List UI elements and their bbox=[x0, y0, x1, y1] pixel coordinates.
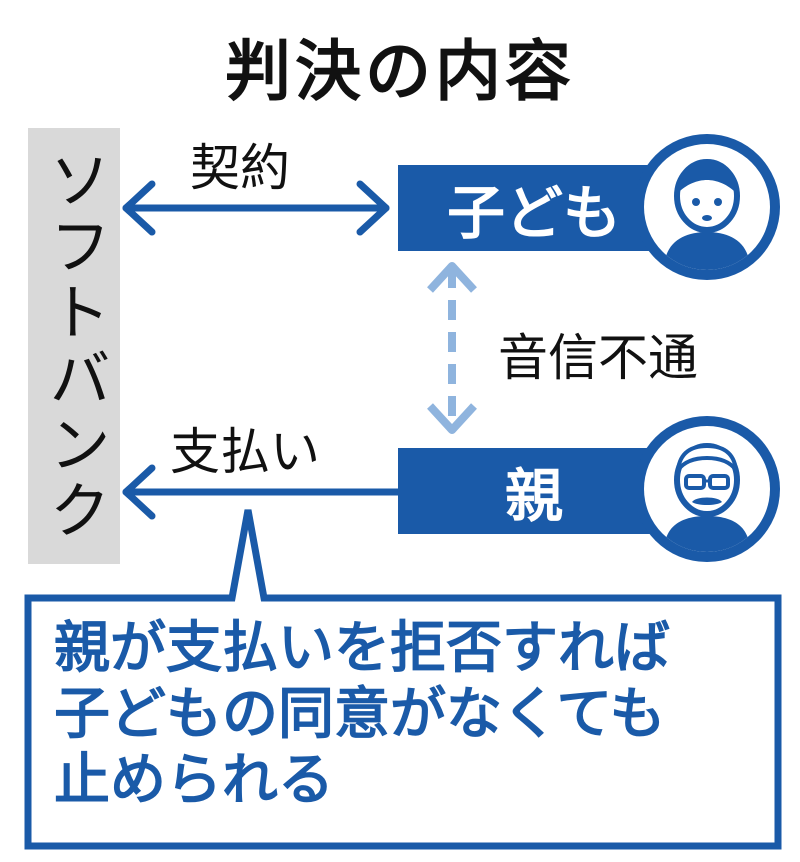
parent-face-icon bbox=[664, 443, 750, 552]
no-communication-arrow bbox=[427, 262, 477, 434]
diagram-title: 判決の内容 bbox=[225, 33, 575, 110]
payment-arrow bbox=[122, 464, 402, 520]
child-box: 子ども bbox=[398, 165, 670, 251]
callout-line-1: 親が支払いを拒否すれば bbox=[54, 616, 670, 681]
parent-avatar bbox=[634, 416, 780, 562]
child-label: 子ども bbox=[446, 179, 621, 247]
no-communication-label: 音信不通 bbox=[498, 329, 698, 387]
callout-text: 親が支払いを拒否すれば 子どもの同意がなくても 止められる bbox=[54, 616, 774, 814]
child-face-icon bbox=[664, 159, 750, 270]
callout-line-3: 止められる bbox=[54, 748, 334, 813]
softbank-label: ソフトバンク bbox=[38, 148, 111, 544]
callout-line-2: 子どもの同意がなくても bbox=[54, 682, 666, 747]
payment-label: 支払い bbox=[170, 423, 320, 481]
callout-frame bbox=[24, 509, 782, 850]
softbank-box: ソフトバンク bbox=[28, 128, 120, 564]
parent-label: 親 bbox=[504, 462, 563, 530]
contract-arrow bbox=[122, 180, 390, 236]
child-avatar bbox=[634, 134, 780, 280]
contract-label: 契約 bbox=[190, 139, 290, 197]
parent-box: 親 bbox=[398, 448, 670, 534]
